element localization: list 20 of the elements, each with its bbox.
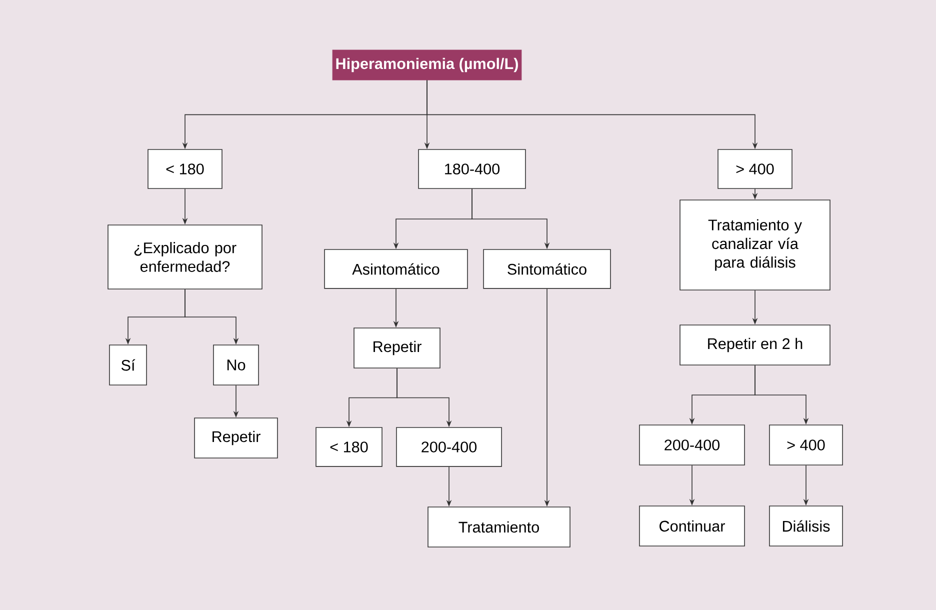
- process-box: Tratamiento: [428, 506, 570, 548]
- process-box: Asintomático: [324, 249, 468, 289]
- process-box: < 180: [316, 427, 382, 467]
- process-box: > 400: [718, 149, 792, 189]
- process-box: 180-400: [418, 149, 526, 189]
- process-box: 200-400: [396, 427, 502, 467]
- process-box: 200-400: [639, 424, 745, 466]
- process-box: Tratamiento y canalizar vía para diálisis: [680, 200, 830, 290]
- process-box: Diálisis: [769, 506, 843, 546]
- process-box: Sintomático: [483, 249, 611, 289]
- process-box: Sí: [109, 344, 147, 386]
- process-box: Repetir en 2 h: [680, 324, 830, 366]
- process-box: Continuar: [639, 506, 745, 546]
- process-box: < 180: [148, 149, 222, 189]
- title-box: Hiperamoniemia (µmol/L): [332, 50, 522, 80]
- process-box: Repetir: [354, 328, 440, 368]
- process-box: No: [213, 344, 259, 386]
- process-box: Repetir: [194, 418, 278, 458]
- process-box: > 400: [769, 424, 843, 466]
- process-box: ¿Explicado por enfermedad?: [108, 224, 262, 290]
